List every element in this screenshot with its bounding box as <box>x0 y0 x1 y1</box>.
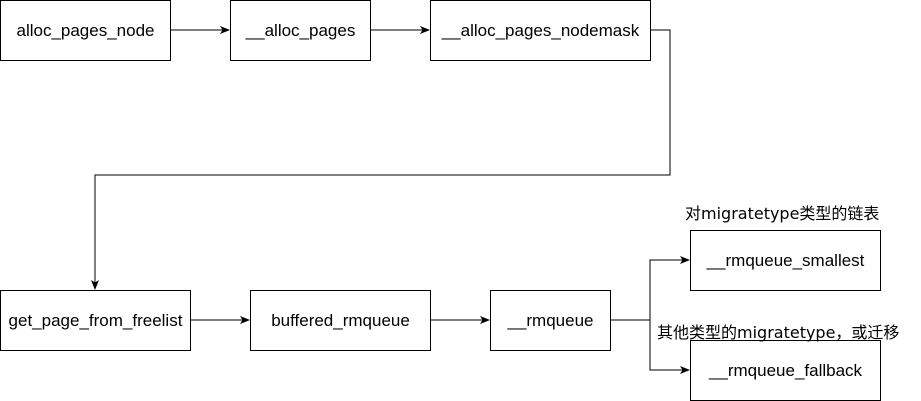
node-alloc-pages: __alloc_pages <box>230 0 371 61</box>
node-buffered-rmqueue: buffered_rmqueue <box>250 290 431 351</box>
node-alloc-pages-node: alloc_pages_node <box>0 0 171 61</box>
edge-rmqueue-to-rmqueue-fallback <box>611 319 690 374</box>
node-rmqueue-smallest: __rmqueue_smallest <box>690 230 881 291</box>
node-alloc-pages-nodemask: __alloc_pages_nodemask <box>430 0 651 61</box>
node-rmqueue: __rmqueue <box>490 290 611 351</box>
edge-rmqueue-to-rmqueue-smallest <box>611 256 690 321</box>
node-get-page-from-freelist: get_page_from_freelist <box>0 290 191 351</box>
node-rmqueue-fallback: __rmqueue_fallback <box>690 340 881 401</box>
annotation-smallest-note: 对migratetype类型的链表 <box>685 204 880 223</box>
edge-nodemask-to-get-page-from-freelist <box>91 29 671 290</box>
annotation-fallback-note: 其他类型的migratetype，或迁移 <box>657 323 900 342</box>
